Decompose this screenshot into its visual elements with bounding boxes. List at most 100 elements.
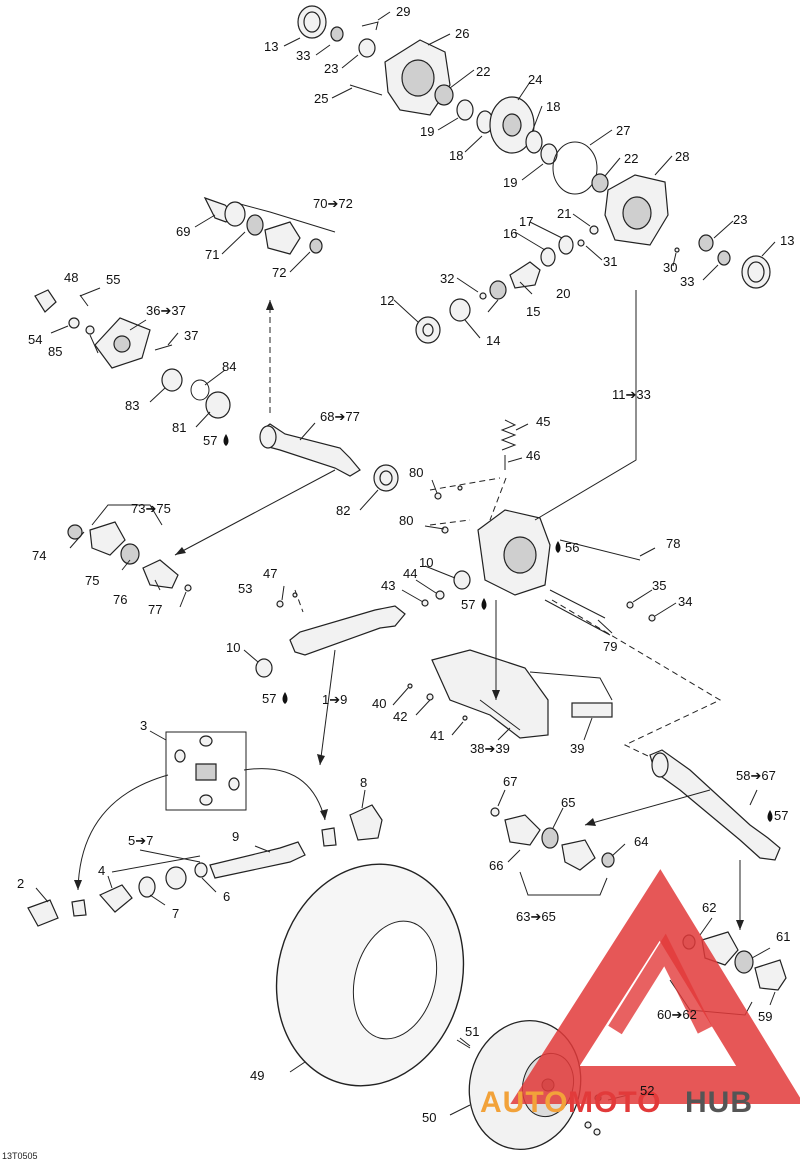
label-44: 44 bbox=[403, 566, 417, 581]
label-74: 74 bbox=[32, 548, 46, 563]
part-31 bbox=[577, 239, 585, 247]
label-12: 12 bbox=[380, 293, 394, 308]
label-56: 56 bbox=[565, 540, 579, 555]
label-65: 65 bbox=[561, 795, 575, 810]
label-28: 28 bbox=[675, 149, 689, 164]
label-1-9: 1➔9 bbox=[322, 692, 347, 707]
part-oring-27 bbox=[552, 141, 598, 195]
label-75: 75 bbox=[85, 573, 99, 588]
label-34: 34 bbox=[678, 594, 692, 609]
label-23: 23 bbox=[324, 61, 338, 76]
label-82: 82 bbox=[336, 503, 350, 518]
label-57: 57 bbox=[203, 433, 217, 448]
label-26: 26 bbox=[455, 26, 469, 41]
label-68-77: 68➔77 bbox=[320, 409, 360, 424]
part-43 bbox=[421, 599, 429, 607]
watermark-text-2: MOTO bbox=[568, 1086, 661, 1119]
label-81: 81 bbox=[172, 420, 186, 435]
part-shim-18b bbox=[525, 130, 543, 154]
label-2: 2 bbox=[17, 876, 24, 891]
label-40: 40 bbox=[372, 696, 386, 711]
drop-icon bbox=[555, 541, 561, 553]
part-flange-2 bbox=[27, 899, 59, 927]
label-24: 24 bbox=[528, 72, 542, 87]
label-55: 55 bbox=[106, 272, 120, 287]
part-yoke-8 bbox=[349, 804, 383, 841]
automotohub-watermark: AUTO MOTO HUB bbox=[480, 869, 800, 1119]
label-84: 84 bbox=[222, 359, 236, 374]
part-32 bbox=[479, 292, 487, 300]
part-bearing-33 bbox=[330, 26, 344, 42]
part-breather-45 bbox=[500, 419, 517, 451]
label-37: 37 bbox=[184, 328, 198, 343]
label-57d: 57 bbox=[774, 808, 788, 823]
front-left-hub-group bbox=[34, 196, 399, 592]
label-8: 8 bbox=[360, 775, 367, 790]
label-18: 18 bbox=[546, 99, 560, 114]
part-clamp-72 bbox=[309, 238, 323, 254]
label-19b: 19 bbox=[503, 175, 517, 190]
part-40 bbox=[407, 683, 413, 689]
label-30: 30 bbox=[663, 260, 677, 275]
part-shim-19 bbox=[456, 99, 474, 121]
part-nut-54 bbox=[68, 317, 80, 329]
label-9: 9 bbox=[232, 829, 239, 844]
part-screw-25 bbox=[349, 84, 383, 96]
label-36-37: 36➔37 bbox=[146, 303, 186, 318]
reference-code: 13T0505 bbox=[2, 1151, 38, 1161]
label-83: 83 bbox=[125, 398, 139, 413]
center-differential-group bbox=[255, 419, 656, 739]
drop-icon bbox=[282, 692, 288, 704]
part-80a bbox=[434, 492, 442, 500]
part-clamp-75 bbox=[120, 543, 140, 565]
watermark-text-3: HUB bbox=[685, 1086, 753, 1119]
part-boot-73 bbox=[89, 521, 126, 556]
label-5-7: 5➔7 bbox=[128, 833, 153, 848]
watermark-text-1: AUTO bbox=[480, 1086, 568, 1119]
label-22: 22 bbox=[476, 64, 490, 79]
part-washer-85 bbox=[85, 325, 95, 335]
part-80b bbox=[441, 526, 449, 534]
assembly-lines bbox=[74, 290, 744, 930]
label-10b: 10 bbox=[226, 640, 240, 655]
part-driveshaft-58 bbox=[649, 749, 781, 861]
part-guard-38 bbox=[431, 649, 549, 739]
label-67: 67 bbox=[503, 774, 517, 789]
label-33b: 33 bbox=[680, 274, 694, 289]
part-bearing-22 bbox=[434, 84, 454, 106]
label-58-67: 58➔67 bbox=[736, 768, 776, 783]
part-clamp-64 bbox=[601, 852, 615, 868]
label-77: 77 bbox=[148, 602, 162, 617]
part-boot-5 bbox=[165, 866, 187, 890]
part-shaft-9 bbox=[209, 841, 306, 879]
label-72: 72 bbox=[272, 265, 286, 280]
part-pin-29 bbox=[361, 21, 379, 31]
part-42 bbox=[426, 693, 434, 701]
part-ring-77 bbox=[184, 584, 192, 592]
label-79: 79 bbox=[603, 639, 617, 654]
part-bearing-23 bbox=[358, 38, 376, 58]
label-10: 10 bbox=[419, 555, 433, 570]
part-yoke-4 bbox=[99, 884, 133, 913]
label-13b: 13 bbox=[780, 233, 794, 248]
part-bolt-78 bbox=[559, 539, 641, 561]
part-44 bbox=[435, 590, 445, 600]
label-43: 43 bbox=[381, 578, 395, 593]
part-clamp-74 bbox=[67, 524, 83, 540]
label-52: 52 bbox=[640, 1083, 654, 1098]
part-seal-14 bbox=[449, 298, 471, 322]
label-53: 53 bbox=[238, 581, 252, 596]
part-joint-76 bbox=[142, 559, 179, 589]
part-53 bbox=[276, 600, 284, 608]
ujoint-kit-box bbox=[165, 731, 247, 811]
label-27: 27 bbox=[616, 123, 630, 138]
part-pinion-20 bbox=[509, 261, 541, 289]
label-4: 4 bbox=[98, 863, 105, 878]
lubricant-drop-icons bbox=[223, 434, 773, 822]
part-joint-66 bbox=[504, 814, 541, 846]
label-46: 46 bbox=[526, 448, 540, 463]
part-shim-17 bbox=[558, 235, 574, 255]
watermark-triangle-logo bbox=[510, 869, 800, 1104]
part-seal-83 bbox=[161, 368, 183, 392]
label-51: 51 bbox=[465, 1024, 479, 1039]
